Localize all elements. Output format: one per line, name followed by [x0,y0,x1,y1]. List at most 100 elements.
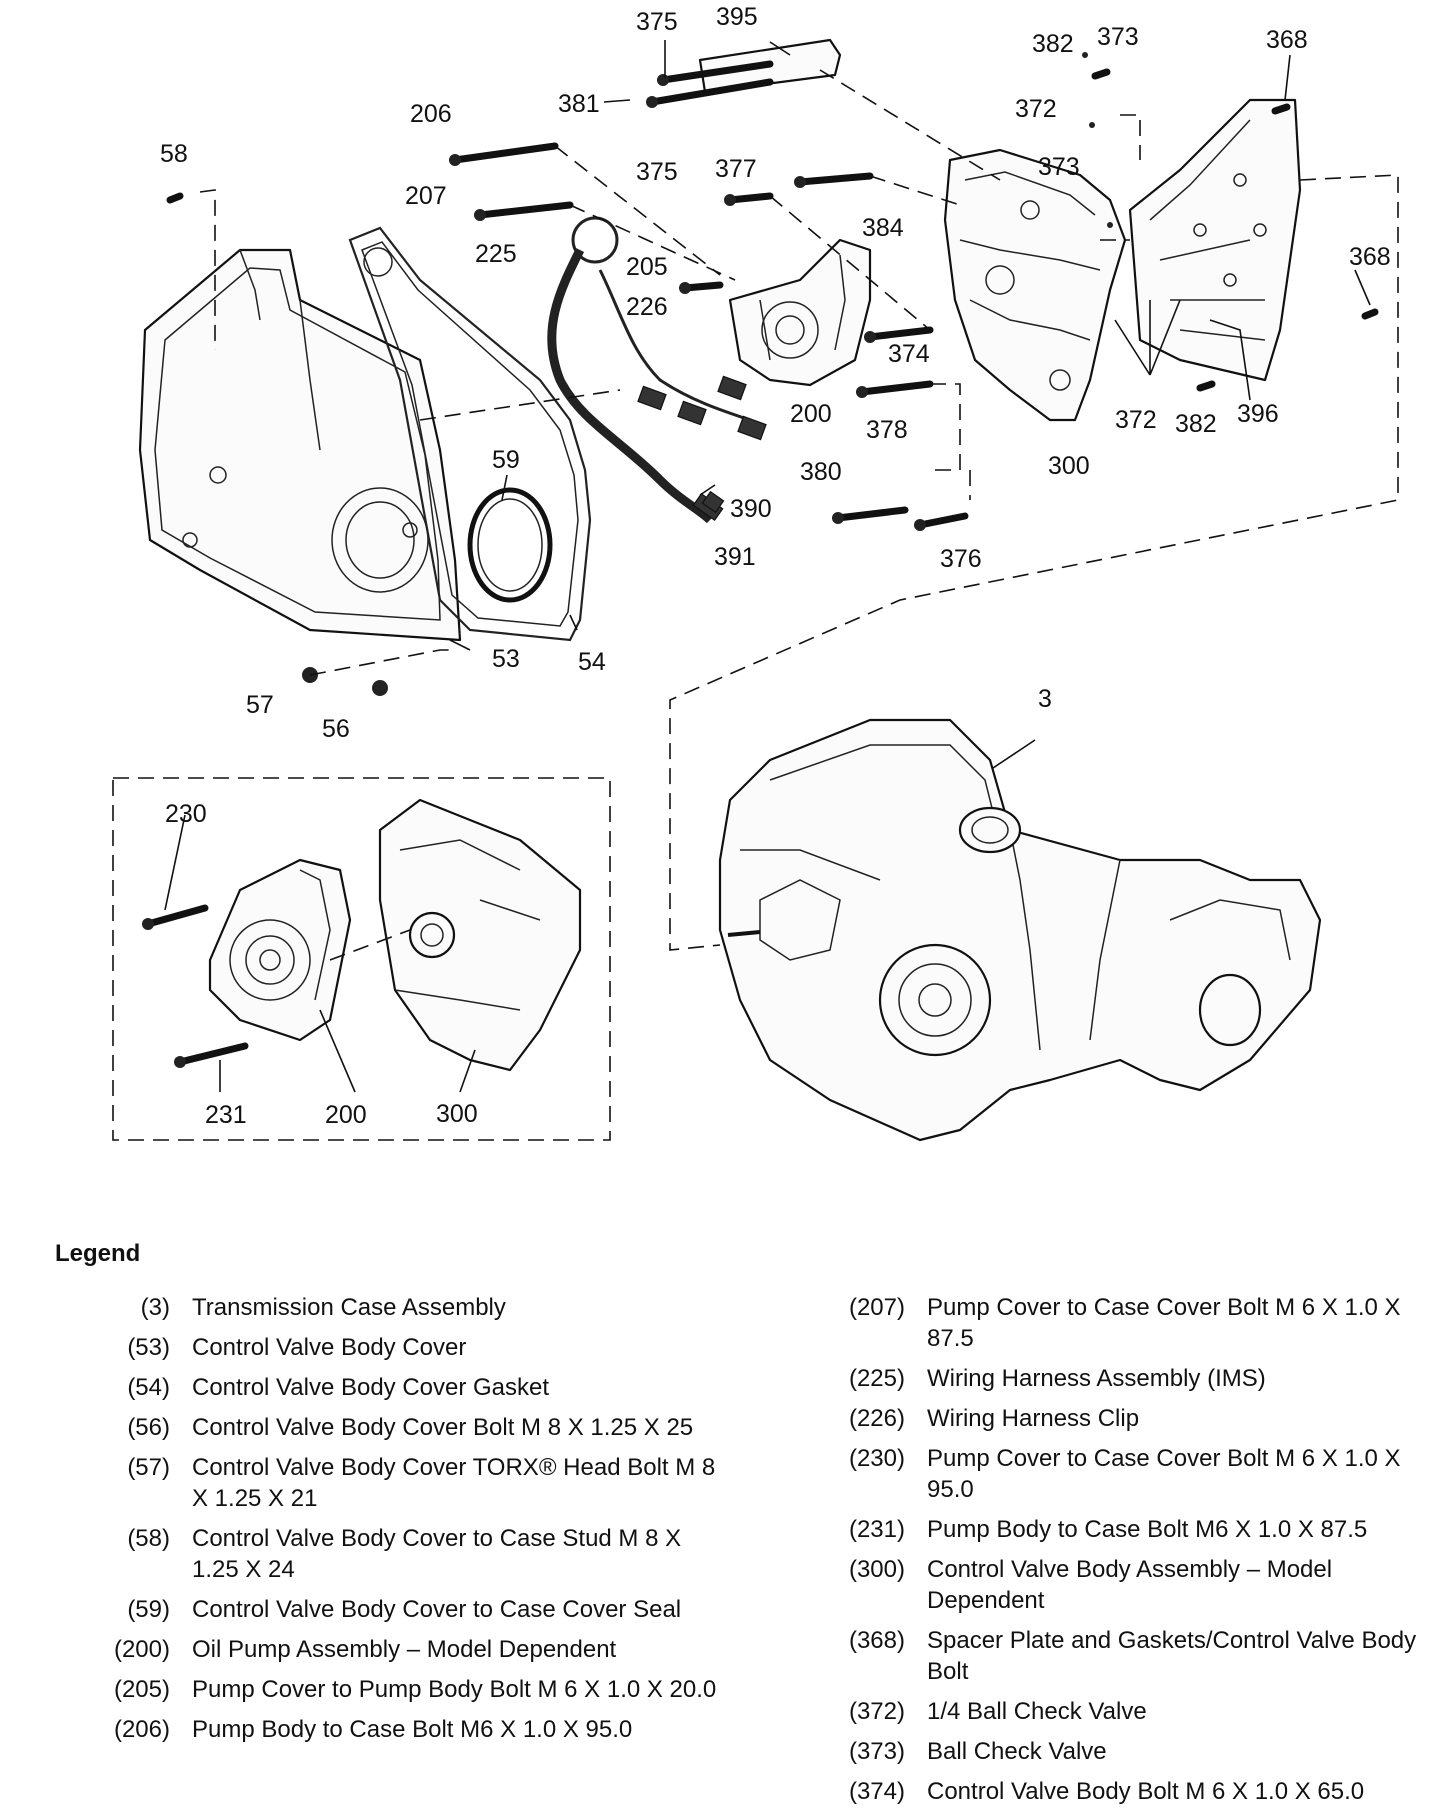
legend-title: Legend [55,1240,141,1267]
legend-item: (3) Transmission Case Assembly [60,1292,720,1323]
legend-item-text: Wiring Harness Assembly (IMS) [927,1365,1266,1392]
legend-item-number: (226) [848,1405,905,1432]
callout-58: 58 [160,140,188,168]
legend-item-text: Pump Cover to Case Cover Bolt M 6 X 1.0 … [927,1294,1401,1352]
transmission-case-assembly [718,718,1322,1142]
callout-395: 395 [716,3,758,31]
legend-item: (57)Control Valve Body Cover TORX® Head … [60,1452,720,1514]
legend-item-text: Pump Cover to Pump Body Bolt M 6 X 1.0 X… [192,1676,717,1703]
callout-3: 3 [1038,685,1052,713]
legend-item-number: (374) [848,1778,905,1805]
callout-300-upper: 300 [1048,452,1090,480]
legend-item: (373) Ball Check Valve [800,1736,1450,1767]
legend-item-number: (300) [848,1556,905,1583]
callout-391: 391 [714,543,756,571]
legend-item-number: (56) [127,1414,170,1441]
legend-item: (54)Control Valve Body Cover Gasket [60,1372,720,1403]
legend-item: (200) Oil Pump Assembly – Model Dependent [60,1634,720,1665]
legend-item-text: Control Valve Body Bolt M 6 X 1.0 X 65.0 [927,1778,1365,1805]
legend-item-number: (57) [127,1454,170,1481]
legend-item-text: 1/4 Ball Check Valve [927,1698,1147,1725]
callout-373-top: 373 [1097,23,1139,51]
control-valve-body-upper [943,148,1127,422]
oil-pump-assembly-inset [208,858,352,1042]
callout-54: 54 [578,648,606,676]
control-valve-body-cover [138,248,462,642]
legend-item-number: (58) [127,1525,170,1552]
callout-226: 226 [626,293,668,321]
callout-375-lower: 375 [636,158,678,186]
legend-item: (206)Pump Body to Case Bolt M6 X 1.0 X 9… [60,1714,720,1745]
callout-207: 207 [405,182,447,210]
legend-item-number: (200) [113,1636,170,1663]
callout-numbers: 375 395 381 375 206 58 207 377 384 225 2… [160,3,1391,1129]
callout-57: 57 [246,691,274,719]
spacer-plate [1128,98,1302,382]
callout-377: 377 [715,155,757,183]
legend-item-text: Control Valve Body Assembly – Model Depe… [927,1556,1333,1614]
legend-item-text: Control Valve Body Cover to Case Stud M … [192,1525,682,1583]
callout-396: 396 [1237,400,1279,428]
case-cover-seal [467,487,553,603]
legend-item-text: Oil Pump Assembly – Model Dependent [192,1636,617,1663]
legend-item-number: (231) [848,1516,905,1543]
legend-item-text: Ball Check Valve [927,1738,1107,1765]
legend-item: (56) Control Valve Body Cover Bolt M 8 X … [60,1412,720,1443]
legend-item: (372) 1/4 Ball Check Valve [800,1696,1450,1727]
alignment-lines [199,69,1399,951]
bolts [142,52,1379,1068]
inset-leader-lines [164,814,476,1093]
legend-item: (207) Pump Cover to Case Cover Bolt M 6 X… [800,1292,1450,1354]
legend-item: (205) Pump Cover to Pump Body Bolt M 6 X … [60,1674,720,1705]
legend-item-text: Control Valve Body Cover Gasket [192,1374,550,1401]
control-valve-body-inset [378,798,582,1072]
leader-lines [449,40,1371,781]
callout-300-inset: 300 [436,1100,478,1128]
legend-item-number: (53) [127,1334,170,1361]
legend-item-number: (3) [140,1294,170,1321]
legend-item: (226)Wiring Harness Clip [800,1403,1450,1434]
callout-231: 231 [205,1101,247,1129]
legend-right-column: (207) Pump Cover to Case Cover Bolt M 6 X… [800,1292,1450,1816]
legend-item: (53) Control Valve Body Cover [60,1332,720,1363]
callout-59: 59 [492,446,520,474]
callout-368-right: 368 [1349,243,1391,271]
callout-56: 56 [322,715,350,743]
legend: Legend (3) Transmission Case Assembly (53… [0,1240,1456,1810]
legend-item: (59) Control Valve Body Cover to Case Cov… [60,1594,720,1625]
legend-item-text: Transmission Case Assembly [192,1294,506,1321]
legend-item-text: Spacer Plate and Gaskets/Control Valve B… [927,1627,1417,1685]
callout-200-upper: 200 [790,400,832,428]
callout-375-top: 375 [636,8,678,36]
callout-384: 384 [862,214,904,242]
callout-382-bottom: 382 [1175,410,1217,438]
control-valve-body-cover-gasket [348,226,592,642]
legend-item-number: (230) [848,1445,905,1472]
callout-53: 53 [492,645,520,673]
oil-pump-assembly-upper [728,238,872,387]
legend-item-text: Pump Body to Case Bolt M6 X 1.0 X 87.5 [927,1516,1368,1543]
legend-item-text: Control Valve Body Cover to Case Cover S… [192,1596,682,1623]
callout-381: 381 [558,90,600,118]
callout-374: 374 [888,340,930,368]
callout-378: 378 [866,416,908,444]
legend-item-number: (59) [127,1596,170,1623]
legend-item-number: (372) [848,1698,905,1725]
legend-item: (300) Control Valve Body Assembly – Model… [800,1554,1450,1616]
legend-item: (374) Control Valve Body Bolt M 6 X 1.0 X… [800,1776,1450,1807]
callout-373-mid: 373 [1038,153,1080,181]
callout-200-inset: 200 [325,1101,367,1129]
legend-item-number: (225) [848,1365,905,1392]
legend-item-text: Control Valve Body Cover [192,1334,467,1361]
callout-390: 390 [730,495,772,523]
callout-230: 230 [165,800,207,828]
callout-380: 380 [800,458,842,486]
legend-item-text: Control Valve Body Cover Bolt M 8 X 1.25… [192,1414,694,1441]
legend-item-number: (207) [848,1294,905,1321]
callout-376: 376 [940,545,982,573]
callout-372-bottom: 372 [1115,406,1157,434]
legend-item: (230)Pump Cover to Case Cover Bolt M 6 X… [800,1443,1450,1505]
callout-372-top: 372 [1015,95,1057,123]
legend-item-number: (205) [113,1676,170,1703]
legend-item-number: (373) [848,1738,905,1765]
